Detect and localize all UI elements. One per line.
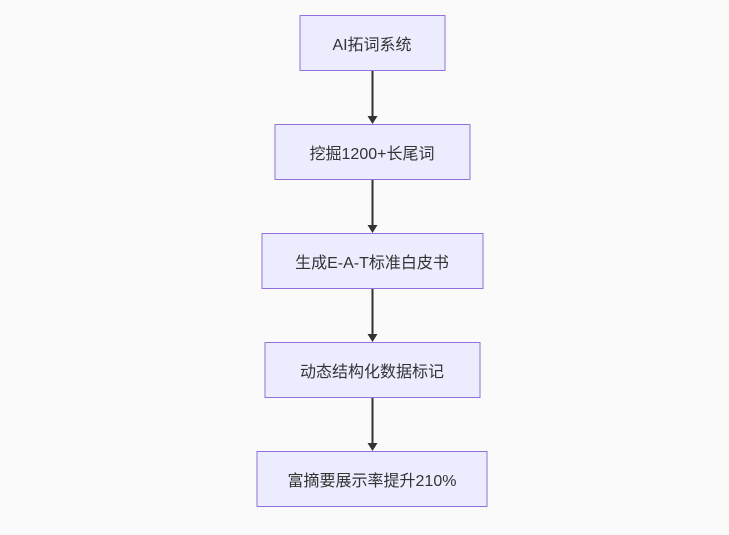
flowchart-column: AI拓词系统 挖掘1200+长尾词 生成E-A-T标准白皮书 动态结构化数据标记 (256, 15, 488, 507)
flowchart-node-rich-snippet-result: 富摘要展示率提升210% (256, 451, 488, 507)
edge-line (371, 289, 373, 335)
arrowhead-icon (367, 116, 377, 124)
edge-n2-n3 (367, 180, 377, 233)
node-label: 生成E-A-T标准白皮书 (295, 255, 449, 272)
edge-line (371, 180, 373, 226)
node-label: 挖掘1200+长尾词 (309, 146, 435, 163)
edge-n4-n5 (367, 398, 377, 451)
arrowhead-icon (367, 225, 377, 233)
edge-n3-n4 (367, 289, 377, 342)
edge-line (371, 71, 373, 117)
node-label: 动态结构化数据标记 (299, 364, 444, 381)
node-label: AI拓词系统 (332, 37, 412, 54)
edge-line (371, 398, 373, 444)
flowchart-node-longtail-words: 挖掘1200+长尾词 (274, 124, 470, 180)
arrowhead-icon (367, 443, 377, 451)
node-label: 富摘要展示率提升210% (287, 473, 457, 490)
flowchart-node-ai-system: AI拓词系统 (299, 15, 445, 71)
edge-n1-n2 (367, 71, 377, 124)
flowchart-node-eat-whitepaper: 生成E-A-T标准白皮书 (261, 233, 483, 289)
flowchart-node-structured-data: 动态结构化数据标记 (264, 342, 480, 398)
arrowhead-icon (367, 334, 377, 342)
